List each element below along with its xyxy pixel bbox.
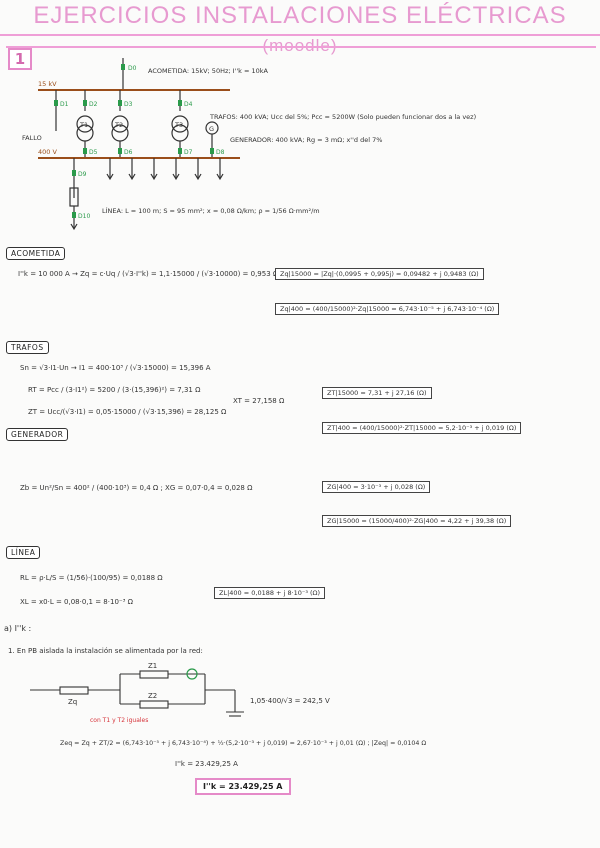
acometida-line2: Zq|15000 = |Zq|·(0,0995 + 0,995j) = 0,09…	[275, 268, 484, 280]
section-generador: GENERADOR	[6, 428, 69, 441]
part-a-note: con T1 y T2 iguales	[90, 717, 149, 724]
generator-label: G	[209, 125, 214, 133]
breaker-label: D3	[124, 101, 133, 108]
transformer-label: T2	[114, 121, 123, 129]
section-acometida: ACOMETIDA	[6, 247, 66, 260]
fault-label: FALLO	[22, 134, 42, 142]
bus-15kv-label: 15 kV	[38, 80, 57, 88]
breaker-label: D6	[124, 149, 133, 156]
part-a-eq1: Zeq = Zq + ZT/2 = (6,743·10⁻⁵ + j 6,743·…	[60, 740, 427, 747]
trafos-line2: RT = Pcc / (3·I1²) = 5200 / (3·(15,396)²…	[28, 386, 201, 394]
generador-z400: ZG|400 = 3·10⁻³ + j 0,028 (Ω)	[322, 481, 431, 493]
linea-line1: RL = ρ·L/S = (1/56)·(100/95) = 0,0188 Ω	[20, 574, 163, 582]
acometida-line3: Zq|400 = (400/15000)²·Zq|15000 = 6,743·1…	[275, 303, 500, 315]
trafo-spec: TRAFOS: 400 kVA; Ucc del 5%; Pcc = 5200W…	[209, 113, 476, 121]
part-a-item1: 1. En PB aislada la instalación se alime…	[8, 647, 203, 655]
linea-line2: XL = x0·L = 0,08·0,1 = 8·10⁻³ Ω	[20, 598, 133, 606]
breaker-label: D0	[128, 65, 137, 72]
transformer-label: T3	[174, 121, 183, 129]
breaker-label: D1	[60, 101, 69, 108]
breaker-label: D8	[216, 149, 225, 156]
part-a-label: a) I''k :	[4, 624, 32, 633]
problem-divider	[6, 46, 596, 48]
title-underline	[0, 34, 600, 36]
acometida-line1: I''k = 10 000 A → Zq = c·Uq / (√3·I''k) …	[18, 270, 279, 278]
gen-spec: GENERADOR: 400 kVA; Rg = 3 mΩ; x''d del …	[230, 136, 382, 144]
breaker-label: D2	[89, 101, 98, 108]
problem-number: 1	[8, 48, 32, 70]
trafos-z400: ZT|400 = (400/15000)²·ZT|15000 = 5,2·10⁻…	[322, 422, 522, 434]
trafos-xt: XT = 27,158 Ω	[233, 397, 285, 405]
generador-line1: Zb = Un²/Sn = 400² / (400·10³) = 0,4 Ω ;…	[20, 484, 253, 492]
circuit-zq: Zq	[68, 698, 77, 706]
equivalent-circuit: Zq Z1 Z2	[30, 662, 244, 717]
breaker-label: D7	[184, 149, 193, 156]
trafos-line3: ZT = Ucc/(√3·I1) = 0,05·15000 / (√3·15,3…	[28, 408, 227, 416]
bus-400v-label: 400 V	[38, 148, 57, 156]
linea-z400: ZL|400 = 0,0188 + j 8·10⁻³ (Ω)	[214, 587, 326, 599]
breaker-label: D9	[78, 171, 87, 178]
single-line-diagram: D0 D1 D2 D3 D4 D5 D6 D7 D8 D9 D10 15 kV …	[22, 58, 476, 231]
part-a-eq2: I''k = 23.429,25 A	[175, 760, 238, 768]
generador-z15000: ZG|15000 = (15000/400)²·ZG|400 = 4,22 + …	[322, 515, 512, 527]
acometida-spec: ACOMETIDA: 15kV; 50Hz; I''k = 10kA	[148, 67, 269, 75]
breaker-label: D5	[89, 149, 98, 156]
trafos-line1: Sn = √3·I1·Un → I1 = 400·10³ / (√3·15000…	[20, 364, 211, 372]
trafos-z15000: ZT|15000 = 7,31 + j 27,16 (Ω)	[322, 387, 432, 399]
page-title: EJERCICIOS INSTALACIONES ELÉCTRICAS (moo…	[0, 2, 600, 58]
circuit-z1: Z1	[148, 662, 157, 670]
breaker-label: D4	[184, 101, 193, 108]
breaker-label: D10	[78, 213, 90, 220]
result-box: I''k = 23.429,25 A	[195, 778, 291, 795]
section-trafos: TRAFOS	[6, 341, 49, 354]
section-linea: LÍNEA	[6, 546, 41, 559]
linea-spec: LÍNEA: L = 100 m; S = 95 mm²; x = 0,08 Ω…	[102, 206, 320, 215]
circuit-z2: Z2	[148, 692, 157, 700]
page-title-tag: (moodle)	[262, 36, 337, 55]
circuit-voltage: 1,05·400/√3 = 242,5 V	[250, 697, 330, 705]
transformer-label: T1	[79, 121, 88, 129]
